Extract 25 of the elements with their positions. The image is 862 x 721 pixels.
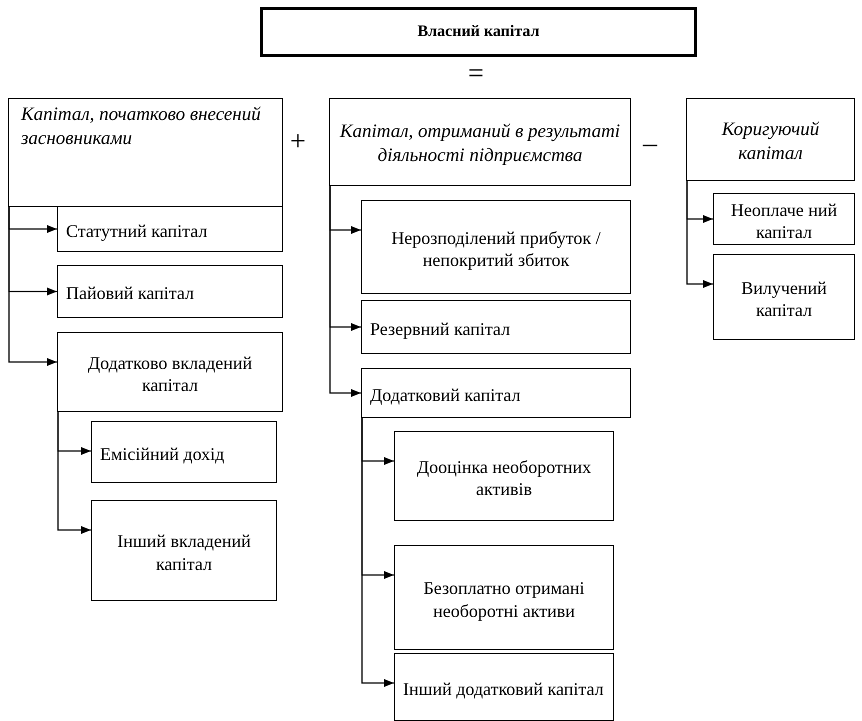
concept-box: Дооцінка необоротних активів [394,431,614,521]
concept-box: Статутний капітал [57,206,283,252]
concept-box: Додатково вкладений капітал [57,332,283,412]
concept-box: Нерозподілений прибуток / непокритий збиток [361,200,631,294]
concept-box: Інший додатковий капітал [394,653,614,721]
arrow [329,186,361,397]
arrow [686,181,713,288]
concept-box: Пайовий капітал [57,265,283,318]
arrow [8,207,57,366]
operator-sign: + [290,128,306,156]
title-box: Власний капітал [260,7,697,57]
concept-box: Інший вкладений капітал [91,500,277,601]
operator-sign: = [468,60,484,88]
concept-box: Емісійний дохід [91,421,277,483]
concept-box: Капітал, отриманий в результаті діяльності підприємства [329,98,631,186]
operator-sign: – [643,130,657,158]
concept-box: Резервний капітал [361,300,631,354]
arrow [361,418,394,687]
concept-box: Коригуючий капітал [686,98,855,181]
arrow [57,412,91,534]
concept-box: Вилучений капітал [713,254,855,340]
concept-box: Додатковий капітал [361,368,631,418]
concept-box: Безоплатно отримані необоротні активи [394,545,614,650]
concept-box: Капітал, початково внесений засновниками [8,98,283,207]
concept-box: Неоплаче ний капітал [713,193,855,245]
